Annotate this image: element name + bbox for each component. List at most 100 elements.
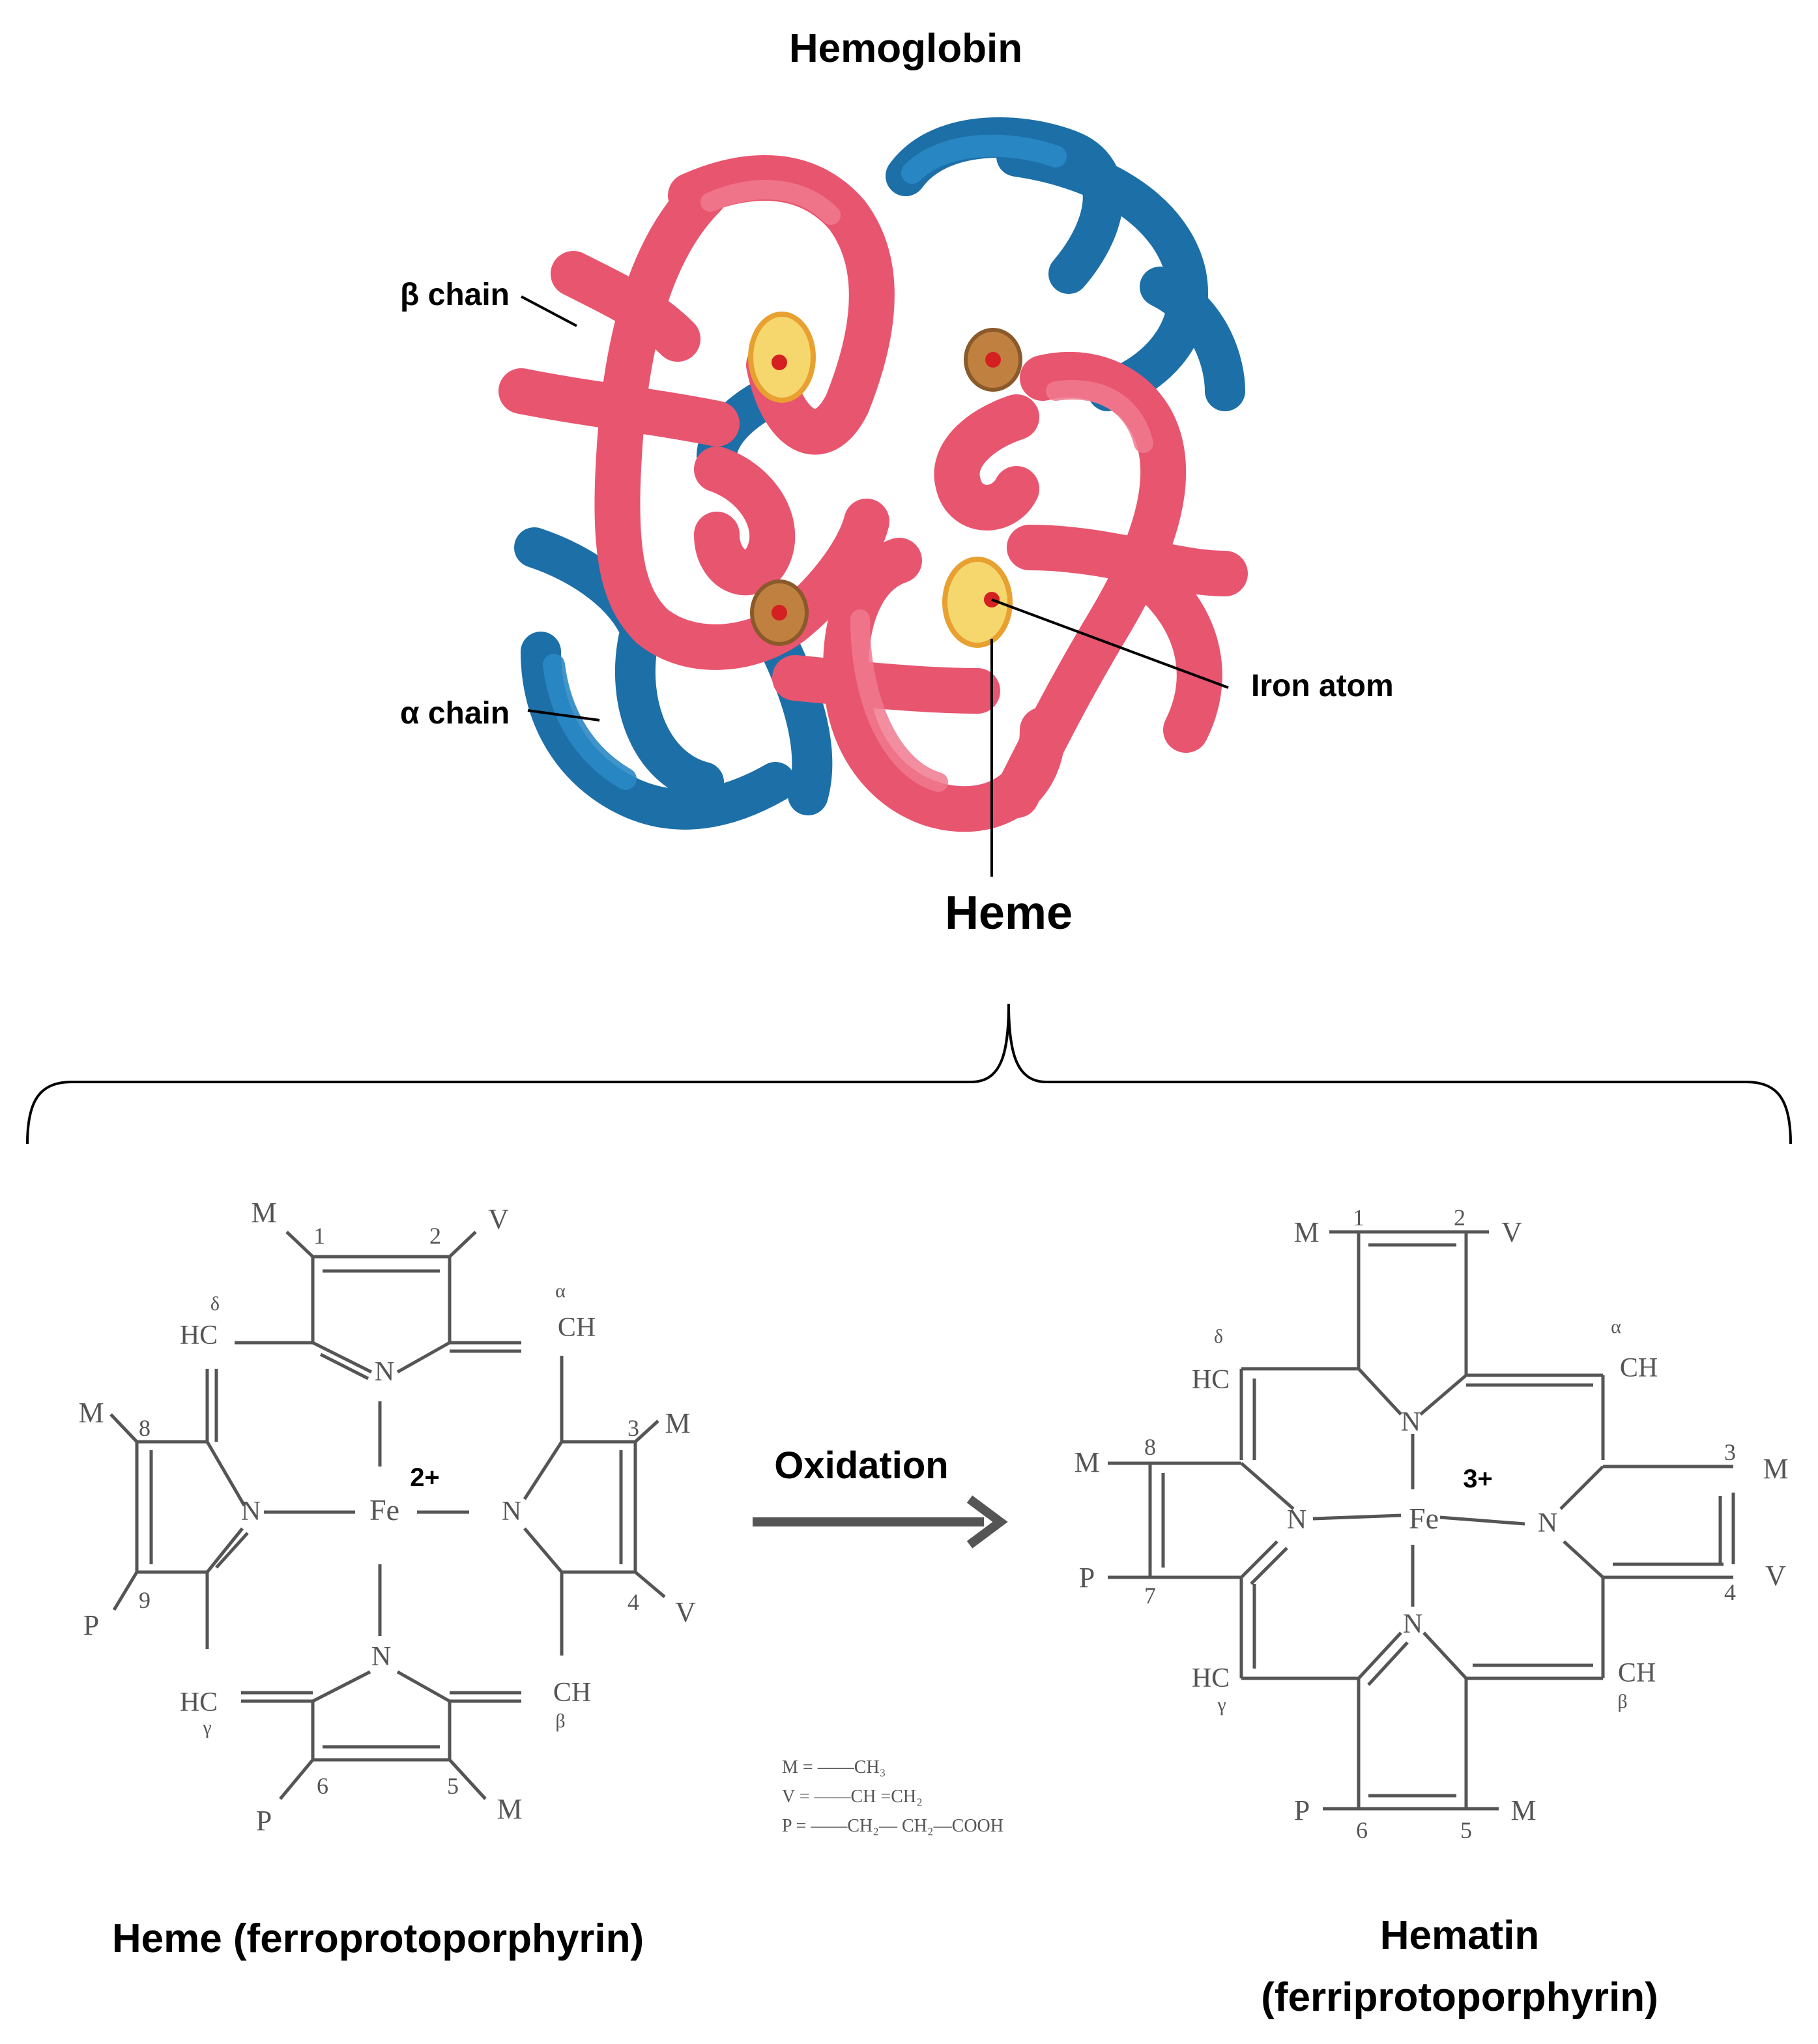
atom-label-hematin-HC: HC (1192, 1365, 1230, 1395)
diagram-stroke (1312, 1513, 1402, 1521)
diagram-stroke (205, 1440, 246, 1507)
atom-label-heme-n: N (241, 1496, 261, 1526)
oxidation-arrow: Oxidation (753, 1444, 1008, 1549)
diagram-stroke (1140, 267, 1245, 411)
atom-label-hematin-n: N (1403, 1609, 1422, 1639)
atom-label-hematin-n5: 5 (1460, 1817, 1472, 1843)
oxidation-label: Oxidation (774, 1444, 948, 1487)
diagram-stroke (772, 605, 787, 620)
atom-label-legend-v: V = ——CH =CH₂ (782, 1787, 923, 1807)
atom-label-heme-n6: 6 (317, 1773, 328, 1799)
atom-label-heme-n2: 2 (429, 1223, 441, 1249)
diagram-stroke (772, 355, 787, 370)
diagram-stroke (523, 1440, 564, 1500)
atom-label-heme-M: M (497, 1793, 522, 1825)
atom-label-hematin-n6: 6 (1356, 1817, 1368, 1843)
diagram-stroke (448, 1231, 477, 1258)
diagram-stroke (966, 1495, 1008, 1549)
diagram-stroke (206, 1527, 244, 1573)
atom-label-heme-n: N (375, 1357, 394, 1387)
atom-label-heme-P: P (256, 1805, 272, 1837)
atom-label-heme-n8: 8 (139, 1415, 151, 1441)
atom-label-hematin-M: M (1763, 1453, 1788, 1485)
diagram-stroke (700, 180, 1153, 792)
diagram-stroke (396, 1341, 451, 1374)
diagram-stroke (934, 394, 1039, 531)
diagram-stroke (823, 538, 1065, 832)
diagram-stroke (996, 136, 1209, 411)
diagram-stroke (1563, 1540, 1604, 1579)
diagram-stroke (1108, 1230, 1735, 1811)
atom-label-hematin-CH: CH (1620, 1353, 1658, 1383)
diagram-stroke (850, 609, 948, 792)
diagram-stroke (448, 1759, 487, 1800)
atom-label-heme-M: M (251, 1197, 276, 1229)
diagram-stroke (1357, 1367, 1402, 1416)
diagram-stroke (543, 134, 1067, 790)
leader-lines (521, 295, 1229, 877)
heme-fe: Fe (369, 1493, 399, 1526)
hematin-charge: 3+ (1463, 1465, 1493, 1493)
diagram-stroke (694, 446, 796, 596)
diagram-stroke (594, 173, 727, 649)
hematin-name-line2: (ferriprotoporphyrin) (1261, 1975, 1658, 2020)
atom-label-heme-n5: 5 (447, 1773, 459, 1799)
diagram-stroke (551, 251, 700, 362)
atom-label-hematin-n: N (1287, 1505, 1306, 1535)
diagram-stroke (901, 134, 1067, 184)
atom-label-hematin-M: M (1074, 1446, 1099, 1478)
diagram-stroke (279, 1759, 314, 1800)
atom-label-heme-M: M (665, 1407, 690, 1439)
atom-label-heme-V: V (488, 1203, 509, 1235)
atom-label-hematin-n8: 8 (1144, 1434, 1156, 1460)
atom-label-hematin-n7: 7 (1144, 1583, 1156, 1609)
diagram-stroke (700, 180, 841, 225)
atom-label-hematin-CH: CH (1618, 1658, 1656, 1688)
diagram-stroke (1559, 1465, 1604, 1510)
diagram-stroke (1240, 1462, 1295, 1510)
heme-disc-4 (942, 557, 1013, 648)
diagram-stroke (1419, 1374, 1467, 1416)
diagram-stroke (614, 619, 724, 802)
atom-label-hematin-P: P (1079, 1562, 1095, 1594)
atom-label-hematin-n: N (1401, 1407, 1421, 1437)
diagram-stroke (1046, 380, 1153, 453)
diagram-stroke (311, 1341, 373, 1374)
atom-label-heme-gamma: γ (202, 1717, 211, 1738)
diagram-stroke (1439, 1515, 1525, 1526)
diagram-stroke (668, 155, 895, 455)
atom-label-heme-alpha: α (555, 1280, 566, 1302)
atom-label-hematin-n2: 2 (1454, 1204, 1465, 1231)
diagram-stroke (634, 1420, 659, 1443)
hematin-fe: Fe (1409, 1502, 1439, 1535)
iron-atom-label: Iron atom (1251, 669, 1394, 703)
heme-label: Heme (945, 887, 1073, 939)
heme-structure: N N N N Fe 2+ M V 1 2 δ HC α CH M 8 9 P … (78, 1197, 696, 1837)
atom-label-heme-P: P (83, 1609, 99, 1641)
atom-label-hematin-M: M (1293, 1216, 1319, 1248)
diagram-stroke (498, 368, 740, 446)
atom-label-heme-HC: HC (180, 1687, 218, 1717)
diagram-stroke (1367, 1641, 1409, 1686)
atom-label-heme-n3: 3 (628, 1415, 639, 1441)
diagram-stroke (772, 655, 1000, 714)
atom-label-heme-n: N (371, 1642, 391, 1672)
diagram-stroke (319, 1352, 369, 1380)
atom-label-hematin-n1: 1 (1353, 1204, 1364, 1231)
atom-label-hematin-gamma: γ (1217, 1694, 1226, 1716)
diagram-stroke (942, 557, 1013, 648)
atom-label-hematin-M: M (1510, 1794, 1536, 1826)
diagram-stroke (1422, 1631, 1467, 1680)
atom-label-heme-V: V (675, 1596, 696, 1628)
atom-label-hematin-beta: β (1617, 1691, 1627, 1712)
beta-chain-label: β chain (400, 278, 510, 312)
heme-name: Heme (ferroprotoporphyrin) (112, 1916, 644, 1961)
atom-label-hematin-V: V (1501, 1216, 1522, 1248)
hematin-name-line1: Hematin (1380, 1913, 1540, 1958)
substituent-legend: M = ——CH₃ V = ——CH =CH₂ P = ——CH₂— CH₂—C… (782, 1757, 1003, 1836)
diagram-stroke (521, 295, 577, 327)
heme-disc-2 (964, 328, 1022, 392)
diagram-stroke (1137, 564, 1222, 753)
diagram-stroke (1007, 525, 1248, 596)
